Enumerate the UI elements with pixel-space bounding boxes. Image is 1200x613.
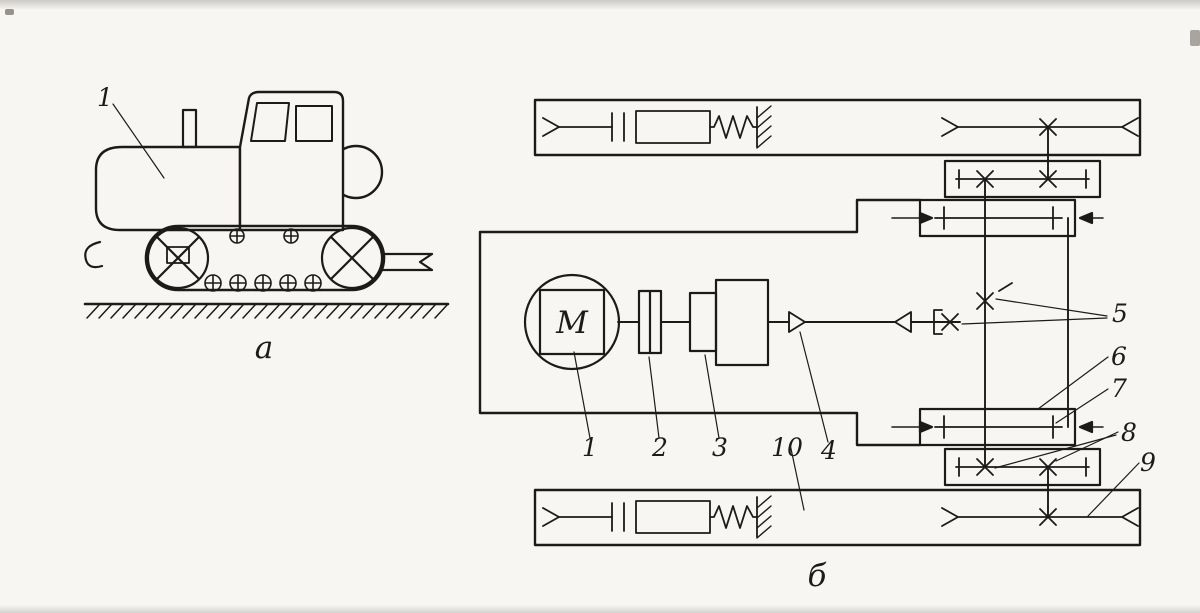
leader-gearbox (704, 354, 720, 439)
label-track: 10 (771, 433, 803, 462)
bottom-steering-clutch (891, 407, 1104, 447)
track-belt (144, 224, 386, 292)
gear-cross-icon (976, 458, 994, 476)
gear-cross-icon (941, 313, 959, 331)
gear-cross-icon (1039, 458, 1057, 476)
gear-cross-icon (976, 170, 994, 188)
label-brake: 7 (1111, 374, 1127, 403)
leader-track (789, 443, 805, 511)
drawbar (380, 252, 434, 272)
arrow-icon (1078, 420, 1094, 434)
caption-figure-a: а (255, 330, 273, 366)
arrow-icon (1078, 211, 1094, 225)
arrow-icon (918, 420, 934, 434)
arrow-icon (918, 211, 934, 225)
idler-wheel (320, 226, 384, 290)
bottom-track-sprocket-mesh (941, 507, 1139, 527)
windshield (250, 102, 290, 142)
central-bevel-gears (933, 282, 1013, 335)
cardan-joint-right (894, 311, 912, 333)
leader-bevel-a (995, 298, 1108, 317)
label-gearbox: 3 (712, 433, 728, 462)
bottom-track-tensioner (542, 495, 772, 539)
leader-steering-clutch (1037, 356, 1109, 410)
spring-icon (709, 115, 758, 139)
top-track-tensioner (542, 105, 772, 149)
top-track (533, 98, 1142, 157)
label-final-drive: 8 (1121, 418, 1137, 447)
leader-bevel-b (961, 317, 1108, 325)
exhaust-stack (181, 108, 198, 149)
leader-final-drive-b (994, 434, 1117, 469)
caption-figure-b: б (808, 558, 828, 594)
leader-motor (573, 351, 591, 439)
labels: 1 а M 1 2 3 10 4 5 6 7 8 9 б (97, 83, 1156, 594)
wall-hatch-icon (756, 105, 772, 149)
side-window (295, 105, 333, 142)
ground-hatching (86, 303, 449, 319)
spring-icon (709, 505, 758, 529)
top-final-drive (943, 159, 1102, 199)
drive-wheel (146, 226, 210, 290)
label-clutch: 2 (651, 433, 668, 462)
leader-final-drive-a (1055, 431, 1119, 462)
label-tractor-body: 1 (97, 83, 113, 112)
arrow-icon (542, 507, 560, 527)
top-steering-clutch (891, 198, 1104, 238)
cab (238, 90, 345, 232)
label-cardan: 4 (820, 436, 837, 465)
drive-shafts (617, 311, 961, 333)
leader-cardan (799, 331, 829, 443)
wall-hatch-icon (756, 495, 772, 539)
gearbox (688, 278, 770, 367)
scan-artifact-top-left (5, 9, 14, 15)
gear-cross-icon (1039, 170, 1057, 188)
carrier-rollers (229, 228, 299, 244)
frame-outline (478, 198, 922, 447)
figure-b-schematic (478, 98, 1142, 547)
scan-edge-bottom (0, 605, 1200, 613)
leader-sprocket (1087, 462, 1140, 517)
label-sprocket: 9 (1140, 448, 1156, 477)
leader-brake (1055, 388, 1109, 424)
arrow-icon (542, 117, 560, 137)
label-motor: 1 (582, 433, 598, 462)
leader-clutch (648, 356, 660, 439)
motor-letter: M (555, 305, 589, 341)
cardan-joint-left (788, 311, 806, 333)
leader-body (112, 103, 165, 179)
scan-artifact-right (1190, 30, 1200, 46)
main-clutch (637, 289, 663, 355)
support-rollers (204, 274, 322, 292)
figure-a-tractor (83, 90, 450, 319)
front-hook (84, 240, 104, 269)
label-bevel-gears: 5 (1112, 299, 1128, 328)
engine-hood (94, 145, 242, 232)
bottom-track (533, 488, 1142, 547)
scan-edge-top (0, 0, 1200, 10)
leader-lines (573, 298, 1140, 517)
top-track-sprocket-mesh (941, 117, 1139, 137)
bottom-final-drive (943, 447, 1102, 487)
label-steering-clutch: 6 (1111, 342, 1127, 371)
